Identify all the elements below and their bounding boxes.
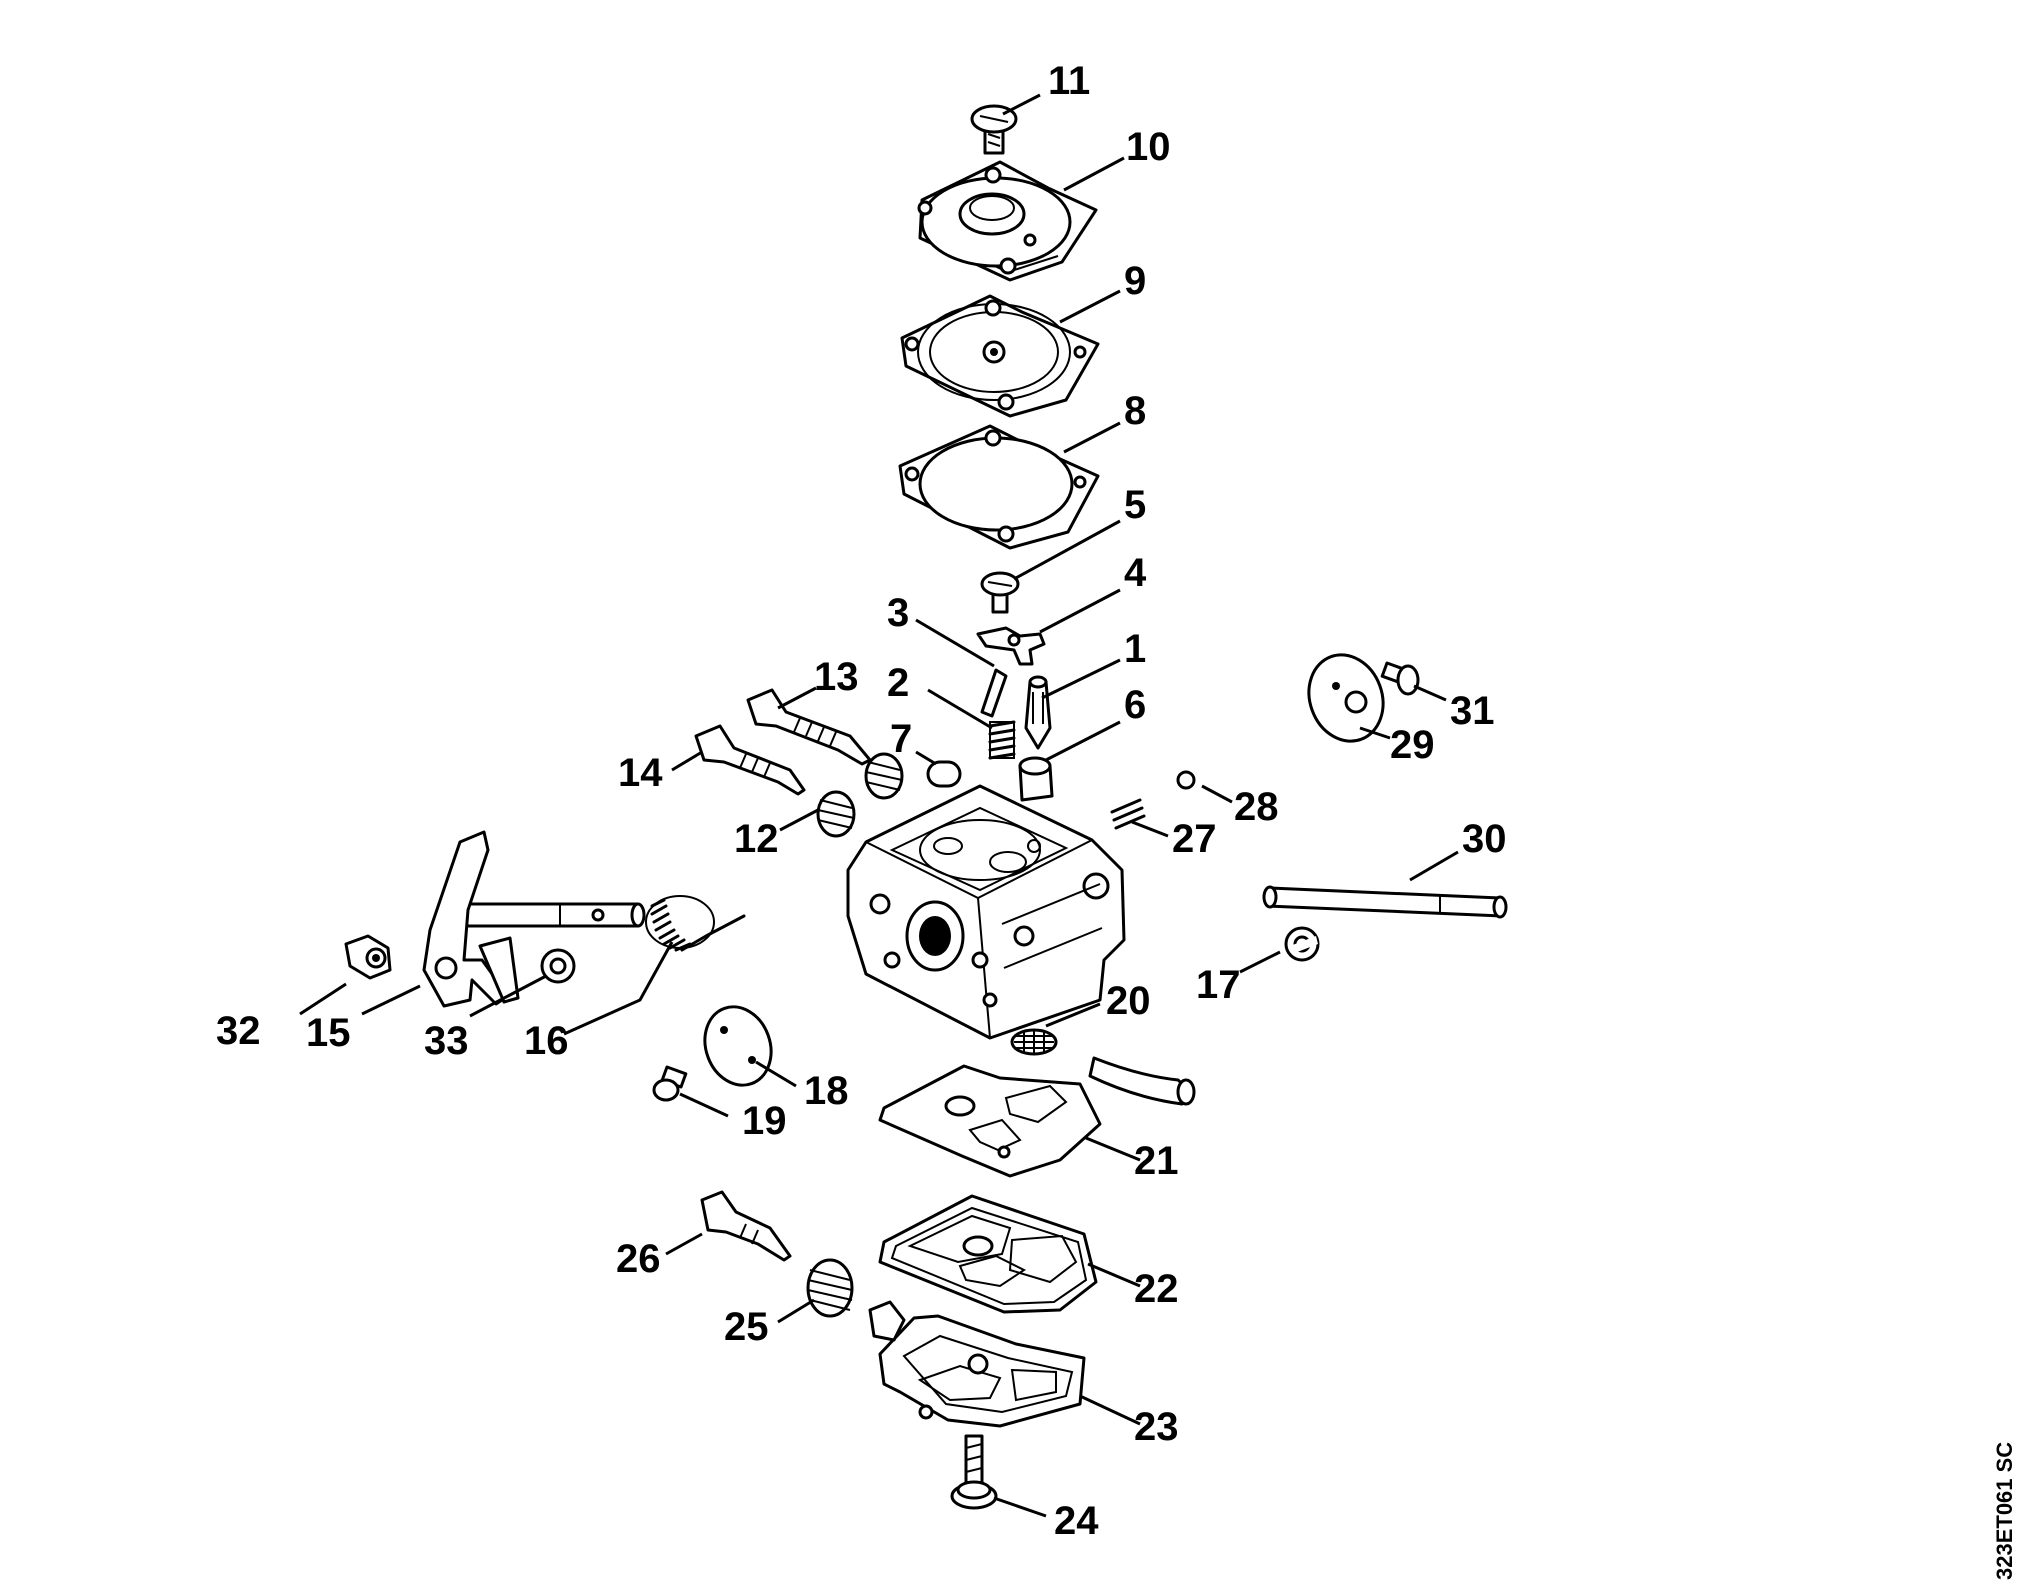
part-16-torsion-spring [645, 895, 746, 952]
part-26-screw [700, 1190, 792, 1262]
label-part-10: 10 [1126, 125, 1171, 169]
part-12-spring-lower [816, 790, 856, 838]
label-part-18: 18 [804, 1069, 849, 1113]
drawing-reference: 323ET061 SC [1992, 1442, 2017, 1580]
label-part-9: 9 [1124, 259, 1146, 303]
label-part-32: 32 [216, 1009, 261, 1053]
part-13-adjusting-screw [746, 688, 872, 766]
label-part-31b: 31 [1450, 689, 1495, 733]
label-part-8: 8 [1124, 389, 1146, 433]
label-part-14: 14 [618, 751, 663, 795]
part-10-pump-cover [917, 160, 1098, 282]
part-20-strainer [1010, 1028, 1058, 1056]
part-12-spring-upper [864, 752, 904, 800]
part-15-choke-shaft [422, 830, 646, 1008]
part-33-e-clip [540, 948, 576, 984]
label-part-11: 11 [1048, 59, 1090, 103]
label-part-5: 5 [1124, 483, 1146, 527]
part-18-choke-shutter [703, 1005, 773, 1087]
label-part-1: 1 [1124, 627, 1146, 671]
part-2-spring [988, 720, 1016, 760]
label-part-15: 15 [306, 1011, 351, 1055]
label-part-24: 24 [1054, 1499, 1099, 1543]
part-1-inlet-needle [1024, 675, 1052, 750]
part-19-screw [652, 1065, 688, 1102]
part-24-screw [950, 1434, 998, 1510]
label-part-22: 22 [1134, 1267, 1179, 1311]
label-part-20: 20 [1106, 979, 1151, 1023]
leader-lines [299, 93, 1459, 1518]
part-25-spring [806, 1258, 854, 1318]
label-part-26: 26 [616, 1237, 661, 1281]
label-part-29: 29 [1390, 723, 1435, 767]
part-5-screw [980, 571, 1020, 614]
part-9-diaphragm [900, 294, 1100, 418]
part-11-screw [970, 104, 1018, 155]
label-part-30: 30 [1462, 817, 1507, 861]
part-28-ball [1176, 770, 1196, 790]
part-27-spring [1110, 798, 1146, 830]
fuel-hose [1088, 1056, 1196, 1106]
part-17-e-clip [1284, 926, 1320, 962]
part-21-gasket [878, 1064, 1102, 1178]
label-part-23: 23 [1134, 1405, 1179, 1449]
part-number-labels: 11 10 9 8 5 4 3 1 13 2 6 7 31 31 29 14 2… [216, 59, 1507, 1543]
part-4-lever [976, 626, 1046, 666]
part-7-plug [926, 760, 962, 788]
label-part-27: 27 [1172, 817, 1217, 861]
label-part-3: 3 [887, 591, 909, 635]
carburetor-body [846, 784, 1126, 1040]
label-part-4: 4 [1124, 551, 1147, 595]
label-part-25: 25 [724, 1305, 769, 1349]
part-6-sleeve [1018, 756, 1054, 802]
label-part-2: 2 [887, 661, 909, 705]
label-part-7: 7 [890, 717, 912, 761]
label-part-13: 13 [814, 655, 859, 699]
part-29-throttle-shutter [1307, 653, 1385, 743]
part-3-pin [980, 668, 1008, 718]
part-8-gasket [898, 424, 1100, 550]
part-30-throttle-shaft [1262, 885, 1508, 919]
label-part-33: 33 [424, 1019, 469, 1063]
part-31-screw [1380, 661, 1420, 696]
label-part-17: 17 [1196, 963, 1241, 1007]
part-14-adjusting-screw [694, 724, 806, 796]
label-part-6: 6 [1124, 683, 1146, 727]
label-part-21: 21 [1134, 1139, 1179, 1183]
label-part-16: 16 [524, 1019, 569, 1063]
label-part-12: 12 [734, 817, 779, 861]
part-32-nut [344, 934, 392, 980]
label-part-19: 19 [742, 1099, 787, 1143]
label-part-28: 28 [1234, 785, 1279, 829]
part-23-cover [868, 1300, 1086, 1428]
part-22-diaphragm [878, 1194, 1098, 1314]
